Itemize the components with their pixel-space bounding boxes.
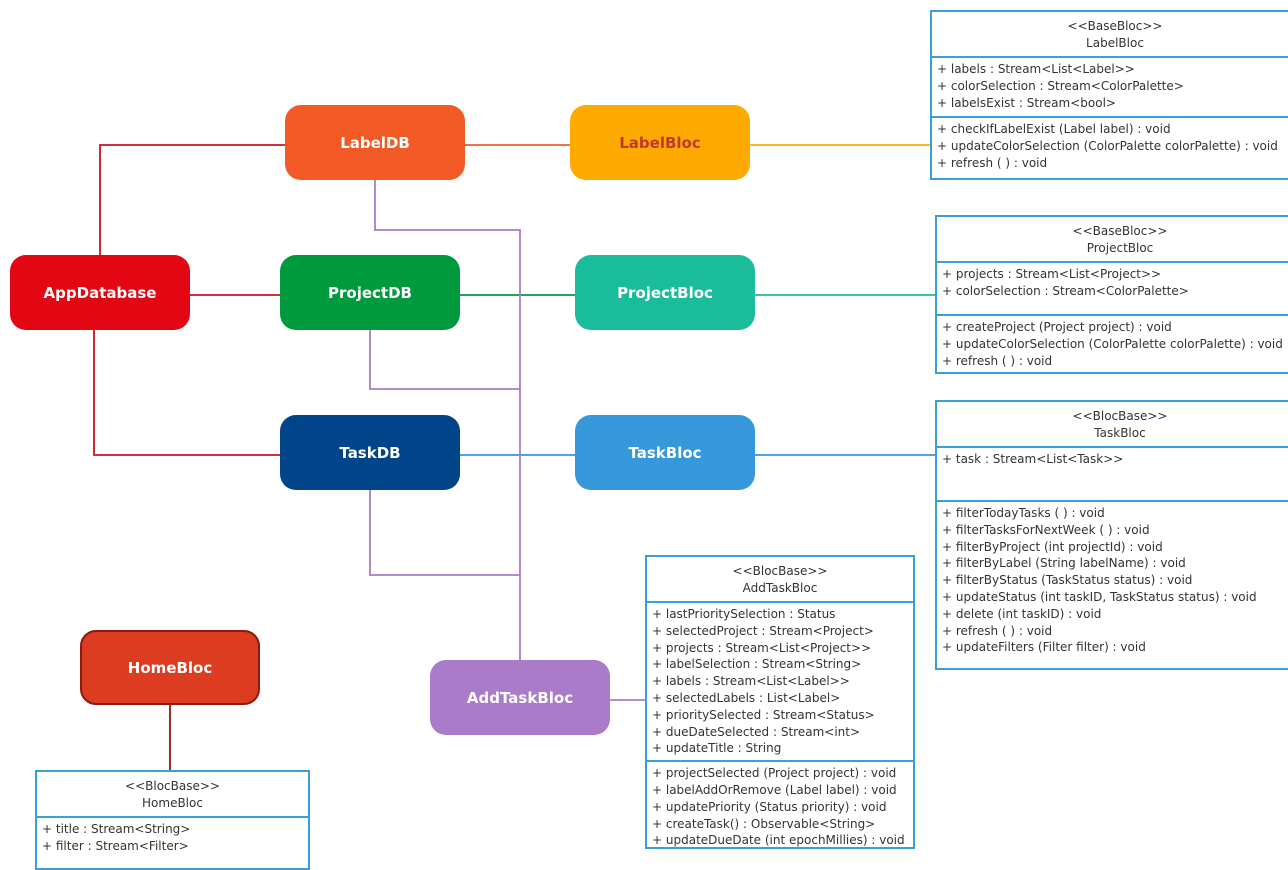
connector-taskdb-addtask — [369, 490, 520, 576]
node-project-bloc: ProjectBloc — [575, 255, 755, 330]
connector-app-labeldb — [99, 144, 285, 255]
class-attribute: + dueDateSelected : Stream<int> — [652, 724, 861, 739]
class-stereotype: <<BlocBase>> — [125, 779, 220, 793]
class-attribute: + projects : Stream<List<Project>> — [652, 640, 872, 655]
class-header: <<BaseBloc>> LabelBloc — [932, 12, 1288, 58]
class-method: + updateColorSelection (ColorPalette col… — [942, 336, 1283, 351]
class-method: + updatePriority (Status priority) : voi… — [652, 799, 887, 814]
class-name: TaskBloc — [1094, 426, 1146, 440]
class-attribute: + lastPrioritySelection : Status — [652, 607, 836, 621]
class-attribute: + task : Stream<List<Task>> — [942, 452, 1124, 466]
class-stereotype: <<BlocBase>> — [732, 564, 828, 578]
node-app-database: AppDatabase — [10, 255, 190, 330]
class-stereotype: <<BlocBase>> — [1072, 409, 1168, 423]
class-stereotype: <<BaseBloc>> — [1072, 224, 1168, 238]
class-header: <<BlocBase>> HomeBloc — [37, 772, 308, 818]
class-header: <<BaseBloc>> ProjectBloc — [937, 217, 1288, 263]
class-attribute: + colorSelection : Stream<ColorPalette> — [937, 78, 1184, 93]
class-method: + filterByStatus (TaskStatus status) : v… — [942, 573, 1193, 588]
class-method: + projectSelected (Project project) : vo… — [652, 766, 897, 781]
class-method: + labelAddOrRemove (Label label) : void — [652, 782, 897, 797]
class-header: <<BlocBase>> TaskBloc — [937, 402, 1288, 448]
class-method: + createTask() : Observable<String> — [652, 816, 876, 831]
class-method: + refresh ( ) : void — [942, 623, 1053, 638]
class-methods: + projectSelected (Project project) : vo… — [647, 760, 913, 848]
class-attributes: + labels : Stream<List<Label>> + colorSel… — [932, 58, 1288, 116]
class-attribute: + selectedProject : Stream<Project> — [652, 623, 874, 638]
class-label-bloc: <<BaseBloc>> LabelBloc + labels : Stream… — [930, 10, 1288, 180]
class-method: + checkIfLabelExist (Label label) : void — [937, 122, 1171, 136]
node-label-bloc: LabelBloc — [570, 105, 750, 180]
class-attribute: + labelSelection : Stream<String> — [652, 657, 862, 672]
class-method: + filterByProject (int projectId) : void — [942, 539, 1163, 554]
class-project-bloc: <<BaseBloc>> ProjectBloc + projects : St… — [935, 215, 1288, 374]
class-attributes: + title : Stream<String> + filter : Strea… — [37, 818, 308, 858]
class-attribute: + title : Stream<String> — [42, 822, 191, 836]
class-attributes: + task : Stream<List<Task>> — [937, 448, 1288, 500]
class-method: + updateColorSelection (ColorPalette col… — [937, 138, 1278, 153]
class-method: + updateDueDate (int epochMillies) : voi… — [652, 833, 905, 848]
class-attributes: + projects : Stream<List<Project>> + colo… — [937, 263, 1288, 314]
class-attribute: + selectedLabels : List<Label> — [652, 690, 841, 705]
class-attribute: + prioritySelected : Stream<Status> — [652, 707, 875, 722]
class-header: <<BlocBase>> AddTaskBloc — [647, 557, 913, 603]
class-method: + refresh ( ) : void — [937, 155, 1048, 170]
class-method: + delete (int taskID) : void — [942, 606, 1102, 621]
class-attribute: + projects : Stream<List<Project>> — [942, 267, 1162, 281]
node-add-task-bloc: AddTaskBloc — [430, 660, 610, 735]
connector-projectdb-addtask — [369, 330, 520, 390]
class-method: + updateStatus (int taskID, TaskStatus s… — [942, 589, 1257, 604]
class-methods: + checkIfLabelExist (Label label) : void… — [932, 116, 1288, 174]
class-method: + updateFilters (Filter filter) : void — [942, 640, 1146, 655]
class-method: + filterByLabel (String labelName) : voi… — [942, 556, 1186, 571]
node-task-db: TaskDB — [280, 415, 460, 490]
class-add-task-bloc: <<BlocBase>> AddTaskBloc + lastPriorityS… — [645, 555, 915, 849]
class-task-bloc: <<BlocBase>> TaskBloc + task : Stream<Li… — [935, 400, 1288, 670]
class-attribute: + labels : Stream<List<Label>> — [652, 674, 850, 689]
class-method: + filterTasksForNextWeek ( ) : void — [942, 522, 1150, 537]
class-name: AddTaskBloc — [742, 581, 818, 595]
node-home-bloc: HomeBloc — [80, 630, 260, 705]
class-name: ProjectBloc — [1086, 241, 1154, 255]
class-name: LabelBloc — [1086, 36, 1144, 50]
class-name: HomeBloc — [142, 796, 203, 810]
class-method: + refresh ( ) : void — [942, 353, 1053, 368]
connector-app-taskdb — [93, 330, 280, 456]
class-method: + createProject (Project project) : void — [942, 320, 1172, 334]
class-attributes: + lastPrioritySelection : Status + select… — [647, 603, 913, 760]
class-attribute: + labelsExist : Stream<bool> — [937, 95, 1116, 110]
class-attribute: + colorSelection : Stream<ColorPalette> — [942, 283, 1189, 298]
class-methods: + filterTodayTasks ( ) : void + filterTas… — [937, 500, 1288, 659]
connector-labeldb-addtask — [374, 180, 521, 660]
class-method: + filterTodayTasks ( ) : void — [942, 506, 1105, 520]
node-task-bloc: TaskBloc — [575, 415, 755, 490]
node-project-db: ProjectDB — [280, 255, 460, 330]
class-attribute: + labels : Stream<List<Label>> — [937, 62, 1135, 76]
class-home-bloc: <<BlocBase>> HomeBloc + title : Stream<S… — [35, 770, 310, 870]
class-attribute: + updateTitle : String — [652, 741, 782, 756]
class-stereotype: <<BaseBloc>> — [1067, 19, 1163, 33]
class-attribute: + filter : Stream<Filter> — [42, 838, 189, 853]
class-methods: + createProject (Project project) : void… — [937, 314, 1288, 372]
node-label-db: LabelDB — [285, 105, 465, 180]
